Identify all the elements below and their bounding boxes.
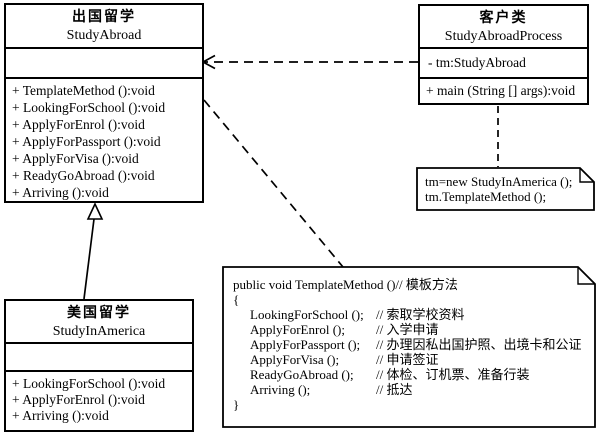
- method-item: + main (String [] args):void: [426, 83, 576, 98]
- class-name-en: StudyInAmerica: [52, 323, 146, 339]
- method-item: + ApplyForEnrol ():void: [12, 117, 145, 132]
- class-name-en: StudyAbroadProcess: [444, 28, 563, 44]
- class-study-abroad-process-methods: + main (String [] args):void: [420, 77, 587, 103]
- class-study-abroad-process: 客户类 StudyAbroadProcess - tm:StudyAbroad …: [418, 4, 589, 105]
- code-comment: // 入学申请: [376, 322, 439, 337]
- note-code-line: ApplyForPassport (); // 办理因私出国护照、出境卡和公证: [233, 337, 591, 352]
- method-item: + ReadyGoAbroad ():void: [12, 168, 155, 183]
- note-code-line: tm=new StudyInAmerica ();: [425, 174, 573, 189]
- inheritance-line: [83, 218, 95, 300]
- code-comment: // 申请签证: [376, 352, 439, 367]
- template-note-anchor-line: [203, 99, 344, 268]
- note-code-line: tm.TemplateMethod ();: [425, 189, 547, 204]
- note-code-line: ApplyForEnrol (); // 入学申请: [233, 322, 591, 337]
- client-note-fold-icon: [579, 168, 594, 183]
- method-item: + ApplyForPassport ():void: [12, 134, 161, 149]
- template-note-shape: [222, 266, 596, 428]
- note-open-brace: {: [233, 292, 240, 307]
- code-call: ReadyGoAbroad ();: [250, 367, 354, 382]
- class-name-cn: 美国留学: [67, 305, 131, 321]
- class-name-cn: 出国留学: [72, 10, 136, 25]
- class-name-en: StudyAbroad: [66, 28, 142, 43]
- class-study-in-america-methods: + LookingForSchool ():void + ApplyForEnr…: [6, 370, 192, 428]
- note-code-line: LookingForSchool (); // 索取学校资料: [233, 307, 591, 322]
- method-item: + TemplateMethod ():void: [12, 83, 155, 98]
- code-call: ApplyForVisa ();: [250, 352, 340, 367]
- client-note-shape: [416, 167, 595, 211]
- code-call: LookingForSchool ();: [250, 307, 364, 322]
- note-close-brace: }: [233, 397, 240, 412]
- code-comment: // 体检、订机票、准备行装: [376, 367, 530, 382]
- client-code-note: tm=new StudyInAmerica (); tm.TemplateMet…: [417, 168, 594, 210]
- note-code-line: Arriving (); // 抵达: [233, 382, 591, 397]
- code-call: Arriving ();: [250, 382, 311, 397]
- note-code-line: ApplyForVisa (); // 申请签证: [233, 352, 591, 367]
- class-study-abroad-methods: + TemplateMethod ():void + LookingForSch…: [6, 77, 202, 201]
- note-header-line: public void TemplateMethod ()// 模板方法: [233, 277, 458, 292]
- class-study-abroad-title: 出国留学 StudyAbroad: [6, 5, 202, 47]
- code-comment: // 索取学校资料: [376, 307, 465, 322]
- method-item: + Arriving ():void: [12, 185, 109, 200]
- code-call: ApplyForEnrol ();: [250, 322, 345, 337]
- class-study-in-america-title: 美国留学 StudyInAmerica: [6, 301, 192, 342]
- method-item: + ApplyForVisa ():void: [12, 151, 139, 166]
- class-study-abroad-process-attribute: - tm:StudyAbroad: [420, 47, 587, 77]
- class-name-cn: 客户类: [479, 10, 528, 26]
- method-item: + LookingForSchool ():void: [12, 100, 166, 115]
- template-note-fold-icon: [577, 267, 595, 285]
- class-study-in-america: 美国留学 StudyInAmerica + LookingForSchool (…: [4, 299, 194, 432]
- code-call: ApplyForPassport ();: [250, 337, 361, 352]
- inheritance-triangle-icon: [86, 202, 104, 220]
- method-item: + Arriving ():void: [12, 408, 109, 423]
- class-study-abroad-process-title: 客户类 StudyAbroadProcess: [420, 6, 587, 47]
- class-study-in-america-attributes-empty: [6, 342, 192, 370]
- code-comment: // 办理因私出国护照、出境卡和公证: [376, 337, 582, 352]
- method-item: + LookingForSchool ():void: [12, 376, 166, 391]
- template-method-note: public void TemplateMethod ()// 模板方法 { L…: [223, 267, 595, 427]
- class-study-abroad: 出国留学 StudyAbroad + TemplateMethod ():voi…: [4, 3, 204, 203]
- class-study-abroad-attributes-empty: [6, 47, 202, 77]
- code-comment: // 抵达: [376, 382, 413, 397]
- dependency-open-arrowhead-icon: [201, 54, 216, 70]
- method-item: + ApplyForEnrol ():void: [12, 392, 145, 407]
- note-code-line: ReadyGoAbroad (); // 体检、订机票、准备行装: [233, 367, 591, 382]
